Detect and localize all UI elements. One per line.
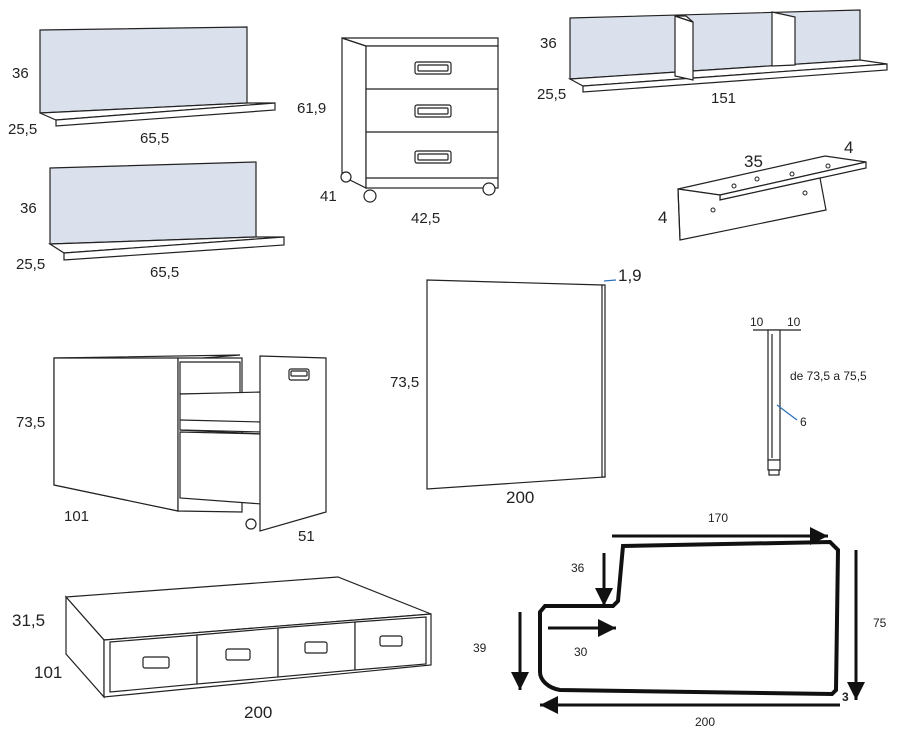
l-top-step-depth: 36 bbox=[571, 561, 585, 575]
desk-cabinet-height: 73,5 bbox=[16, 414, 45, 431]
bed-depth: 101 bbox=[34, 663, 62, 682]
panel-thickness: 1,9 bbox=[618, 266, 642, 285]
caster-wheel-icon bbox=[340, 171, 352, 183]
shelf-2-height: 36 bbox=[20, 200, 37, 217]
shelf-2-depth: 25,5 bbox=[16, 256, 45, 273]
bed-drawer-handle-icon bbox=[225, 648, 251, 661]
leg-top-right: 10 bbox=[787, 315, 801, 329]
shelf-2-width: 65,5 bbox=[150, 264, 179, 281]
caster-wheel-icon bbox=[245, 518, 257, 530]
l-top-right-height: 75 bbox=[873, 616, 887, 630]
leg-diameter: 6 bbox=[800, 415, 807, 429]
bracket-length: 35 bbox=[744, 152, 763, 171]
caster-wheel-icon bbox=[482, 182, 496, 196]
shelf-1: 36 25,5 65,5 bbox=[8, 26, 276, 147]
bed-drawer-handle-icon bbox=[142, 656, 170, 669]
l-top-left-height: 39 bbox=[473, 641, 487, 655]
bed-height: 31,5 bbox=[12, 611, 45, 630]
shelf-1-depth: 25,5 bbox=[8, 121, 37, 138]
shelf-long: 36 25,5 151 bbox=[537, 9, 888, 107]
drawer-unit-width: 42,5 bbox=[411, 210, 440, 227]
l-top-marker: 3 bbox=[842, 690, 849, 704]
shelf-long-width: 151 bbox=[711, 90, 736, 107]
panel-width: 200 bbox=[506, 488, 534, 507]
bed-drawer-handle-icon bbox=[304, 641, 328, 654]
desk-cabinet: 73,5 101 51 bbox=[16, 354, 327, 545]
drawer-unit-depth: 41 bbox=[320, 188, 337, 205]
shelf-long-height: 36 bbox=[540, 35, 557, 52]
l-top-top-width: 170 bbox=[708, 511, 728, 525]
shelf-2: 36 25,5 65,5 bbox=[16, 161, 285, 281]
bracket-height: 4 bbox=[658, 208, 667, 227]
panel: 1,9 73,5 200 bbox=[390, 266, 642, 507]
bed-drawer-handle-icon bbox=[379, 635, 403, 647]
desk-cabinet-width: 51 bbox=[298, 528, 315, 545]
drawer-unit: 61,9 41 42,5 bbox=[297, 37, 499, 227]
drawer-unit-height: 61,9 bbox=[297, 100, 326, 117]
bed: 31,5 101 200 bbox=[12, 576, 432, 722]
l-top-bottom-width: 200 bbox=[695, 715, 715, 729]
bracket: 35 4 4 bbox=[658, 138, 867, 241]
caster-wheel-icon bbox=[363, 189, 377, 203]
panel-height: 73,5 bbox=[390, 374, 419, 391]
leg-top-left: 10 bbox=[750, 315, 764, 329]
l-shaped-top: 170 36 39 30 75 200 3 bbox=[473, 511, 887, 729]
shelf-long-depth: 25,5 bbox=[537, 86, 566, 103]
shelf-1-width: 65,5 bbox=[140, 130, 169, 147]
bed-width: 200 bbox=[244, 703, 272, 722]
desk-cabinet-depth: 101 bbox=[64, 508, 89, 525]
leg-height-range: de 73,5 a 75,5 bbox=[790, 369, 867, 383]
table-leg: 10 10 de 73,5 a 75,5 6 bbox=[750, 315, 867, 476]
bracket-width: 4 bbox=[844, 138, 853, 157]
shelf-1-height: 36 bbox=[12, 65, 29, 82]
l-top-step-width: 30 bbox=[574, 645, 588, 659]
